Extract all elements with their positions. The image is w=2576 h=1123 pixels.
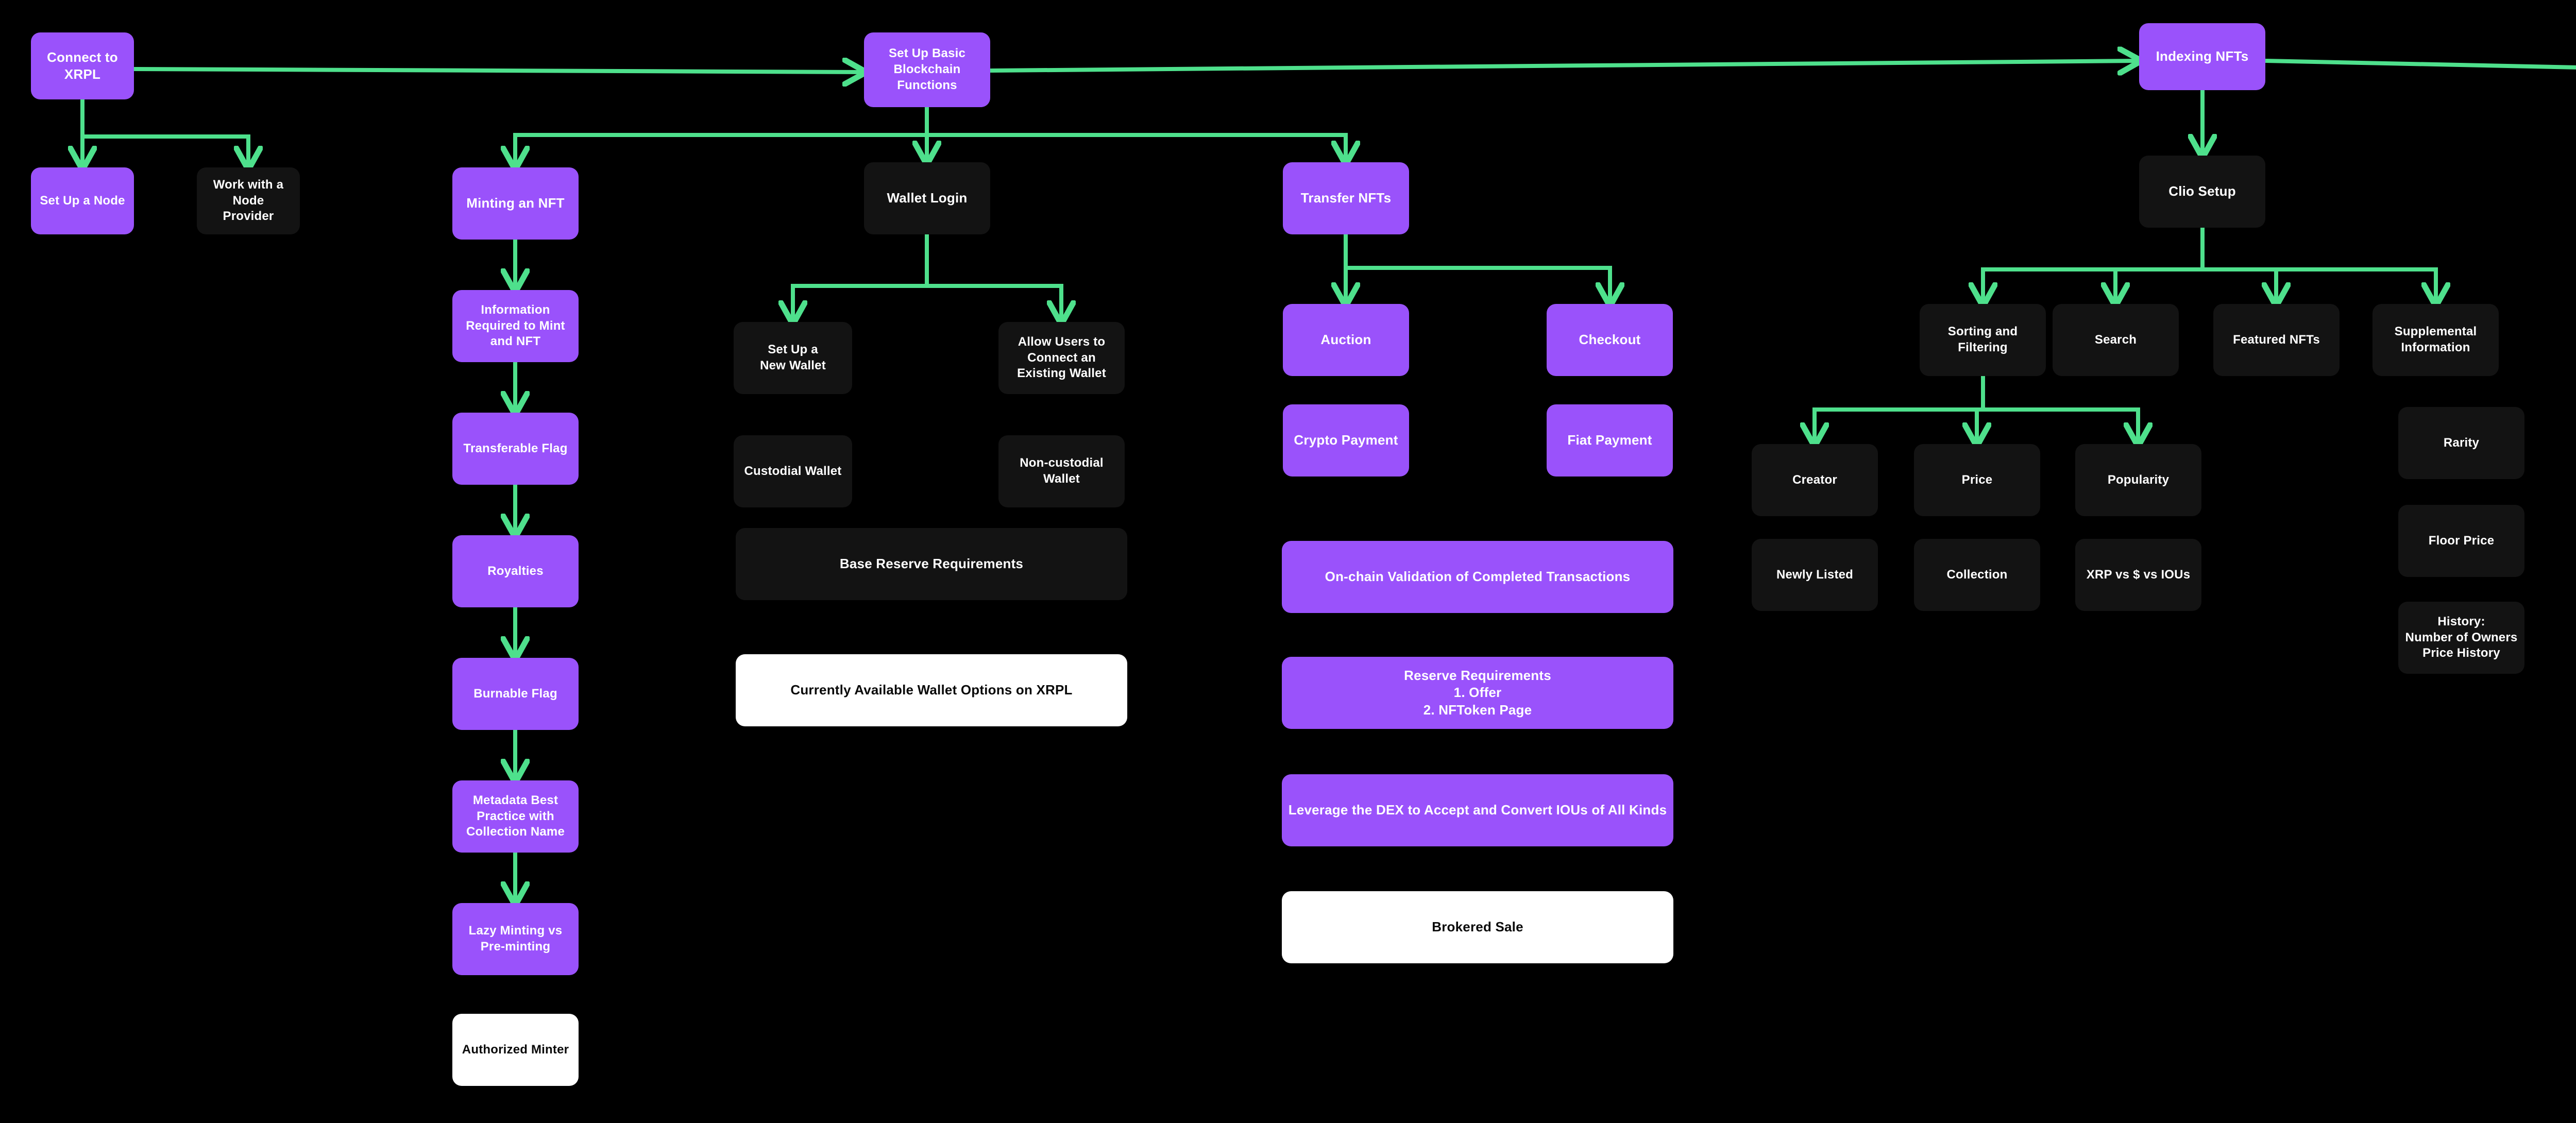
edge-clio-to-sorting bbox=[1983, 228, 2205, 304]
node-clio-setup[interactable]: Clio Setup bbox=[2139, 156, 2265, 228]
node-brokered-sale[interactable]: Brokered Sale bbox=[1282, 891, 1673, 963]
node-featured-nfts[interactable]: Featured NFTs bbox=[2213, 304, 2340, 376]
node-burnable-flag[interactable]: Burnable Flag bbox=[452, 658, 579, 730]
node-price[interactable]: Price bbox=[1914, 444, 2040, 516]
edge-walletlogin-to-newwallet bbox=[793, 234, 929, 322]
node-metadata-best-practice[interactable]: Metadata Best Practice with Collection N… bbox=[452, 780, 579, 853]
node-search[interactable]: Search bbox=[2053, 304, 2179, 376]
edge-transfer-to-checkout bbox=[1344, 234, 1610, 304]
node-set-up-new-wallet[interactable]: Set Up a New Wallet bbox=[734, 322, 852, 394]
node-collection[interactable]: Collection bbox=[1914, 539, 2040, 611]
node-lazy-minting[interactable]: Lazy Minting vs Pre-minting bbox=[452, 903, 579, 975]
edge-clio-to-search bbox=[2115, 228, 2205, 304]
node-checkout[interactable]: Checkout bbox=[1547, 304, 1673, 376]
edge-sorting-to-popularity bbox=[1981, 376, 2138, 444]
node-xrp-vs-dollar-vs-ious[interactable]: XRP vs $ vs IOUs bbox=[2075, 539, 2201, 611]
edge-clio-to-supplemental bbox=[2200, 228, 2436, 304]
node-indexing-nfts[interactable]: Indexing NFTs bbox=[2139, 23, 2265, 90]
edge-basic-to-indexing bbox=[990, 61, 2139, 71]
node-allow-existing-wallet[interactable]: Allow Users to Connect an Existing Walle… bbox=[998, 322, 1125, 394]
node-transfer-nfts[interactable]: Transfer NFTs bbox=[1283, 162, 1409, 234]
node-work-with-node-provider[interactable]: Work with a Node Provider bbox=[197, 167, 300, 234]
node-popularity[interactable]: Popularity bbox=[2075, 444, 2201, 516]
node-newly-listed[interactable]: Newly Listed bbox=[1752, 539, 1878, 611]
node-wallet-login[interactable]: Wallet Login bbox=[864, 162, 990, 234]
node-leverage-dex[interactable]: Leverage the DEX to Accept and Convert I… bbox=[1282, 774, 1673, 846]
node-floor-price[interactable]: Floor Price bbox=[2398, 505, 2524, 577]
node-minting-an-nft[interactable]: Minting an NFT bbox=[452, 167, 579, 240]
node-base-reserve[interactable]: Base Reserve Requirements bbox=[736, 528, 1127, 600]
node-auction[interactable]: Auction bbox=[1283, 304, 1409, 376]
node-sorting-and-filtering[interactable]: Sorting and Filtering bbox=[1920, 304, 2046, 376]
node-connect-to-xrpl[interactable]: Connect to XRPL bbox=[31, 32, 134, 99]
node-rarity[interactable]: Rarity bbox=[2398, 407, 2524, 479]
node-transferable-flag[interactable]: Transferable Flag bbox=[452, 413, 579, 485]
edge-connect-to-basic bbox=[133, 69, 864, 72]
node-set-up-a-node[interactable]: Set Up a Node bbox=[31, 167, 134, 234]
node-non-custodial-wallet[interactable]: Non-custodial Wallet bbox=[998, 435, 1125, 507]
node-supplemental-information[interactable]: Supplemental Information bbox=[2372, 304, 2499, 376]
edge-sorting-to-creator bbox=[1815, 376, 1985, 444]
node-reserve-requirements[interactable]: Reserve Requirements 1. Offer 2. NFToken… bbox=[1282, 657, 1673, 729]
node-history[interactable]: History: Number of Owners Price History bbox=[2398, 602, 2524, 674]
node-royalties[interactable]: Royalties bbox=[452, 535, 579, 607]
node-fiat-payment[interactable]: Fiat Payment bbox=[1547, 404, 1673, 477]
node-onchain-validation[interactable]: On-chain Validation of Completed Transac… bbox=[1282, 541, 1673, 613]
node-information-required[interactable]: Information Required to Mint and NFT bbox=[452, 290, 579, 362]
node-set-up-basic-blockchain[interactable]: Set Up Basic Blockchain Functions bbox=[864, 32, 990, 107]
node-authorized-minter[interactable]: Authorized Minter bbox=[452, 1014, 579, 1086]
edge-basic-to-minting bbox=[515, 107, 929, 167]
edge-indexing-to-caching bbox=[2265, 59, 2576, 70]
node-custodial-wallet[interactable]: Custodial Wallet bbox=[734, 435, 852, 507]
edge-basic-to-transfer bbox=[925, 107, 1346, 162]
edge-clio-to-featured bbox=[2200, 228, 2276, 304]
node-wallet-options-xrpl[interactable]: Currently Available Wallet Options on XR… bbox=[736, 654, 1127, 726]
node-crypto-payment[interactable]: Crypto Payment bbox=[1283, 404, 1409, 477]
edge-connect-to-nodeprovider bbox=[80, 99, 248, 167]
edge-walletlogin-to-existingwallet bbox=[925, 234, 1061, 322]
edge-sorting-to-price bbox=[1977, 376, 1983, 444]
node-creator[interactable]: Creator bbox=[1752, 444, 1878, 516]
